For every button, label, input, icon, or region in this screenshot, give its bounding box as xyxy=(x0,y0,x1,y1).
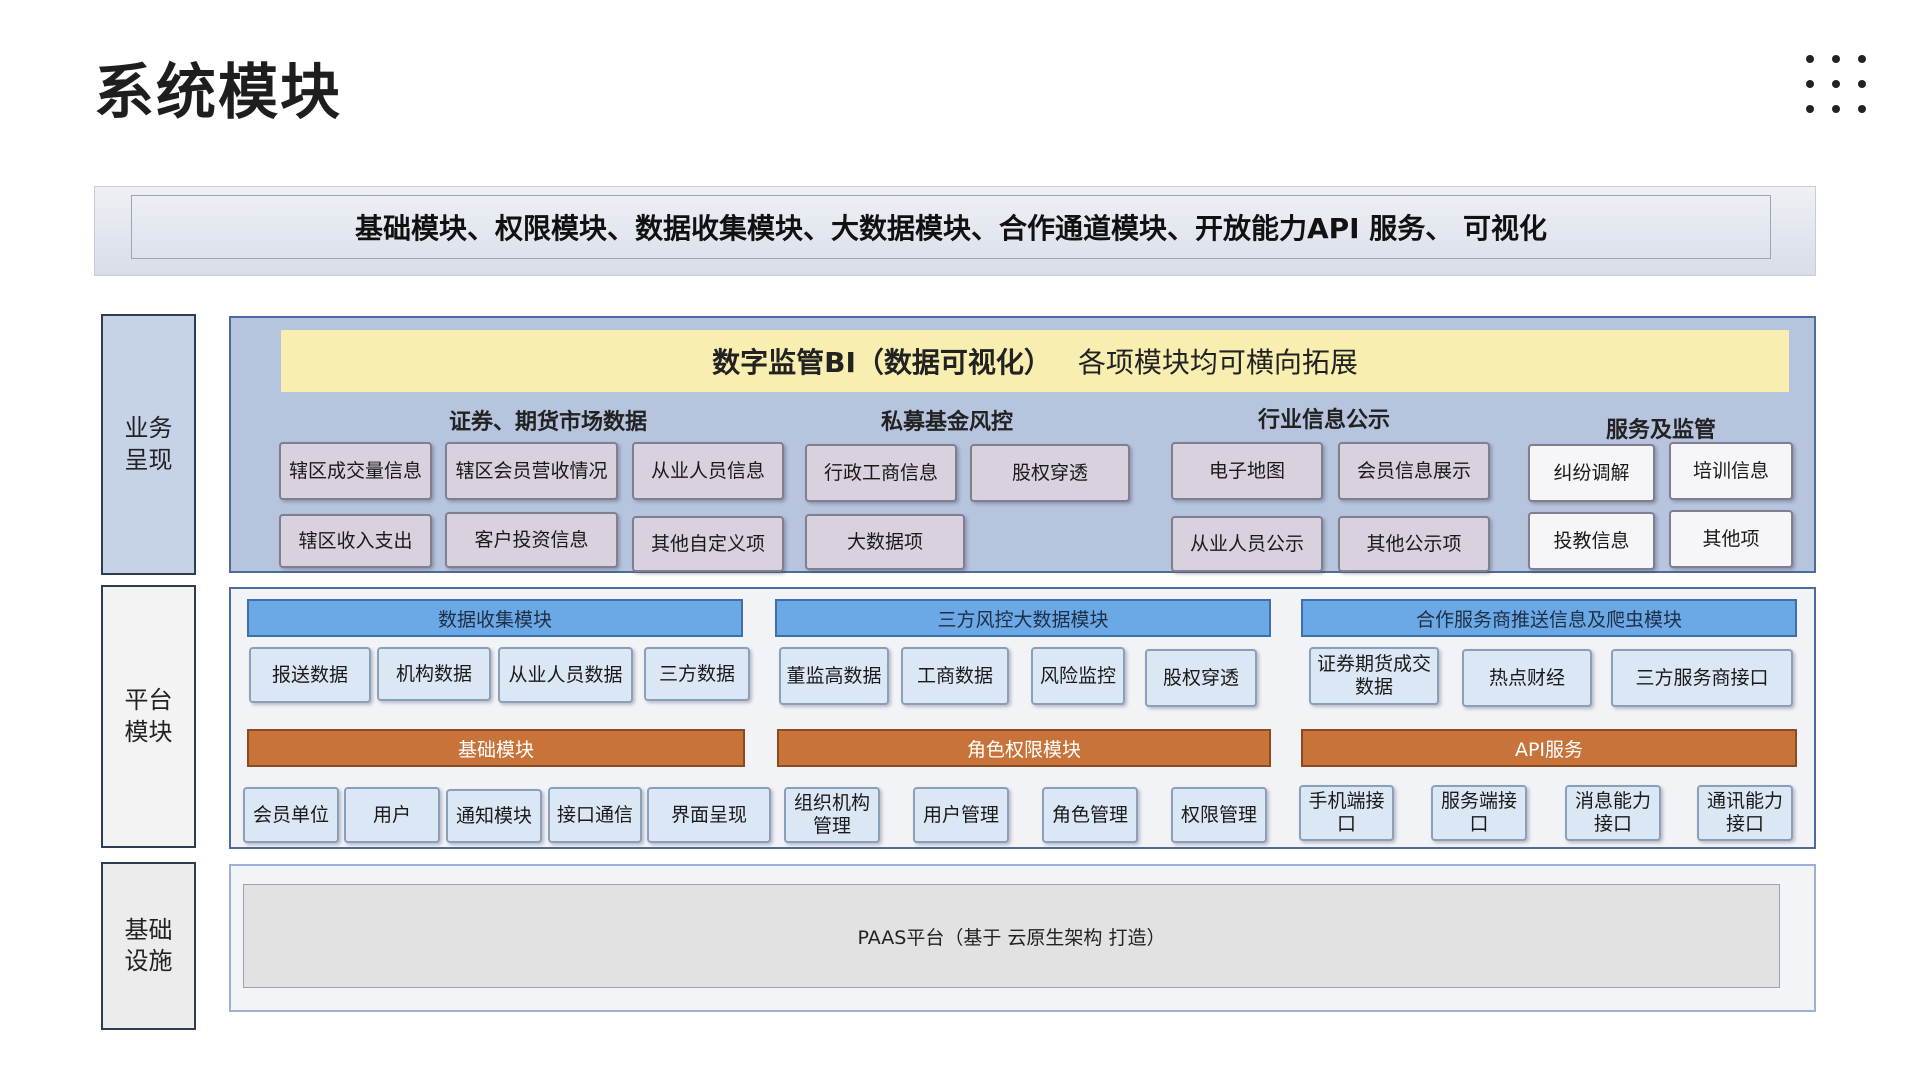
bar-data-collection[interactable]: 数据收集模块 xyxy=(247,599,743,637)
layer-label-infra-text: 基础 设施 xyxy=(124,915,173,975)
layer-label-business: 业务 呈现 xyxy=(101,314,196,575)
module-third-party-api[interactable]: 三方服务商接口 xyxy=(1611,649,1793,707)
module-report-data[interactable]: 报送数据 xyxy=(249,647,371,703)
module-securities-income[interactable]: 辖区收入支出 xyxy=(279,514,432,568)
layer-label-platform-text: 平台 模块 xyxy=(124,686,173,746)
page-title: 系统模块 xyxy=(94,58,342,128)
module-hot-finance[interactable]: 热点财经 xyxy=(1462,649,1592,707)
module-user[interactable]: 用户 xyxy=(344,787,440,843)
module-member-unit[interactable]: 会员单位 xyxy=(243,787,339,843)
module-industry-staff-publicity[interactable]: 从业人员公示 xyxy=(1171,516,1323,572)
layer-label-platform: 平台 模块 xyxy=(101,585,196,848)
module-executive-data[interactable]: 董监高数据 xyxy=(779,647,889,705)
module-ui-presentation[interactable]: 界面呈现 xyxy=(647,787,771,843)
module-permission-management[interactable]: 权限管理 xyxy=(1171,787,1267,843)
group-title-service: 服务及监管 xyxy=(1606,418,1717,443)
module-service-dispute[interactable]: 纠纷调解 xyxy=(1528,444,1655,502)
module-role-management[interactable]: 角色管理 xyxy=(1042,787,1138,843)
module-mobile-api[interactable]: 手机端接口 xyxy=(1299,785,1394,841)
bar-risk-bigdata[interactable]: 三方风控大数据模块 xyxy=(775,599,1271,637)
bi-header: 数字监管BI（数据可视化） 各项模块均可横向拓展 xyxy=(281,330,1789,392)
business-panel: 数字监管BI（数据可视化） 各项模块均可横向拓展 证券、期货市场数据 私募基金风… xyxy=(229,316,1816,573)
module-user-management[interactable]: 用户管理 xyxy=(913,787,1009,843)
paas-platform[interactable]: PAAS平台（基于 云原生架构 打造） xyxy=(243,884,1780,988)
infra-panel: PAAS平台（基于 云原生架构 打造） xyxy=(229,864,1816,1012)
group-title-industry: 行业信息公示 xyxy=(1258,408,1391,433)
module-service-training[interactable]: 培训信息 xyxy=(1669,442,1793,500)
top-banner: 基础模块、权限模块、数据收集模块、大数据模块、合作通道模块、开放能力API 服务… xyxy=(94,186,1816,276)
module-interface-comm[interactable]: 接口通信 xyxy=(548,787,642,843)
module-service-education[interactable]: 投教信息 xyxy=(1528,512,1655,570)
module-equity-penetration[interactable]: 股权穿透 xyxy=(1145,649,1257,707)
module-third-party-data[interactable]: 三方数据 xyxy=(644,647,750,701)
module-risk-monitor[interactable]: 风险监控 xyxy=(1031,647,1125,705)
module-business-registry-data[interactable]: 工商数据 xyxy=(901,647,1009,705)
module-fund-admin[interactable]: 行政工商信息 xyxy=(805,444,957,502)
module-fund-equity[interactable]: 股权穿透 xyxy=(970,444,1130,502)
module-industry-map[interactable]: 电子地图 xyxy=(1171,442,1323,500)
platform-panel: 数据收集模块 三方风控大数据模块 合作服务商推送信息及爬虫模块 报送数据 机构数… xyxy=(229,587,1816,849)
module-staff-data[interactable]: 从业人员数据 xyxy=(498,647,633,703)
module-server-api[interactable]: 服务端接口 xyxy=(1431,785,1527,841)
module-notification[interactable]: 通知模块 xyxy=(446,789,542,843)
module-industry-members[interactable]: 会员信息展示 xyxy=(1338,442,1490,500)
group-title-private-fund: 私募基金风控 xyxy=(881,410,1014,435)
bar-api-service[interactable]: API服务 xyxy=(1301,729,1797,767)
top-banner-text: 基础模块、权限模块、数据收集模块、大数据模块、合作通道模块、开放能力API 服务… xyxy=(131,195,1771,259)
layer-label-business-text: 业务 呈现 xyxy=(124,414,173,474)
module-service-other[interactable]: 其他项 xyxy=(1669,510,1793,568)
bar-base-module[interactable]: 基础模块 xyxy=(247,729,745,767)
bi-title: 数字监管BI（数据可视化） xyxy=(712,346,1052,379)
module-communication-api[interactable]: 通讯能力接口 xyxy=(1697,785,1793,841)
module-fund-bigdata[interactable]: 大数据项 xyxy=(805,514,965,570)
bi-subtitle: 各项模块均可横向拓展 xyxy=(1077,346,1358,379)
bar-role-permission[interactable]: 角色权限模块 xyxy=(777,729,1271,767)
bar-partner-push[interactable]: 合作服务商推送信息及爬虫模块 xyxy=(1301,599,1797,637)
module-securities-revenue[interactable]: 辖区会员营收情况 xyxy=(445,442,618,500)
module-industry-other[interactable]: 其他公示项 xyxy=(1338,516,1490,572)
module-securities-staff[interactable]: 从业人员信息 xyxy=(632,442,784,500)
module-securities-client-invest[interactable]: 客户投资信息 xyxy=(445,512,618,568)
module-message-api[interactable]: 消息能力接口 xyxy=(1565,785,1661,841)
group-title-securities: 证券、期货市场数据 xyxy=(449,410,648,435)
module-securities-custom[interactable]: 其他自定义项 xyxy=(632,516,784,572)
menu-dots-icon[interactable] xyxy=(1806,55,1866,113)
layer-label-infra: 基础 设施 xyxy=(101,862,196,1030)
module-institution-data[interactable]: 机构数据 xyxy=(377,647,491,701)
module-securities-volume[interactable]: 辖区成交量信息 xyxy=(279,442,432,500)
module-securities-trade-data[interactable]: 证券期货成交数据 xyxy=(1309,647,1439,705)
module-org-management[interactable]: 组织机构管理 xyxy=(784,787,880,843)
